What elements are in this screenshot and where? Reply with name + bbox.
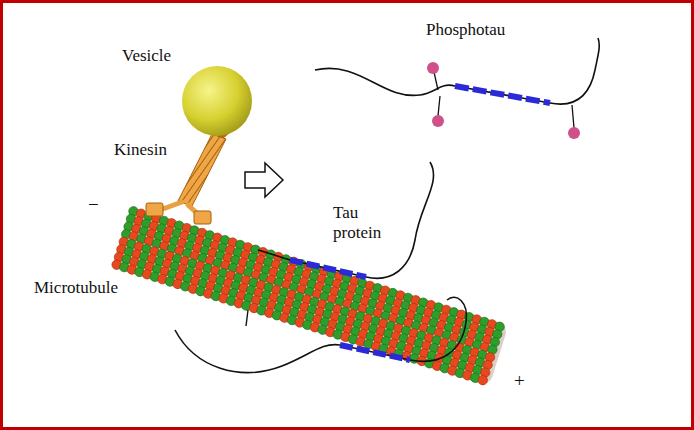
- phosphotau-label: Phosphotau: [426, 20, 505, 40]
- minus-end-label: −: [88, 194, 99, 215]
- microtubule-label: Microtubule: [34, 278, 118, 298]
- tau-strand: [175, 330, 340, 373]
- kinesin-label: Kinesin: [114, 140, 167, 160]
- phosphotau-strand: [315, 38, 599, 139]
- tau-tick: [246, 310, 248, 326]
- phosphotau-label: Phosphotau: [426, 20, 505, 39]
- vesicle-label: Vesicle: [122, 46, 171, 66]
- kinesin-label: Kinesin: [114, 140, 167, 159]
- vesicle-sphere: [182, 66, 252, 136]
- microtubule: [111, 205, 509, 387]
- tau-label: Tau protein: [333, 203, 397, 244]
- plus-end-label: +: [514, 370, 525, 391]
- plus-end-label: +: [514, 370, 525, 393]
- tau-strand: [340, 297, 466, 361]
- tubulin-bead: [477, 374, 489, 386]
- vesicle-label: Vesicle: [122, 46, 171, 65]
- tau-strand: [258, 162, 434, 278]
- minus-end-label: −: [88, 194, 99, 217]
- microtubule-label: Microtubule: [34, 278, 118, 297]
- binding-repeats: [290, 260, 366, 277]
- tau-label: Tau protein: [333, 203, 381, 242]
- direction-arrow: [245, 163, 283, 197]
- binding-repeats: [340, 345, 410, 360]
